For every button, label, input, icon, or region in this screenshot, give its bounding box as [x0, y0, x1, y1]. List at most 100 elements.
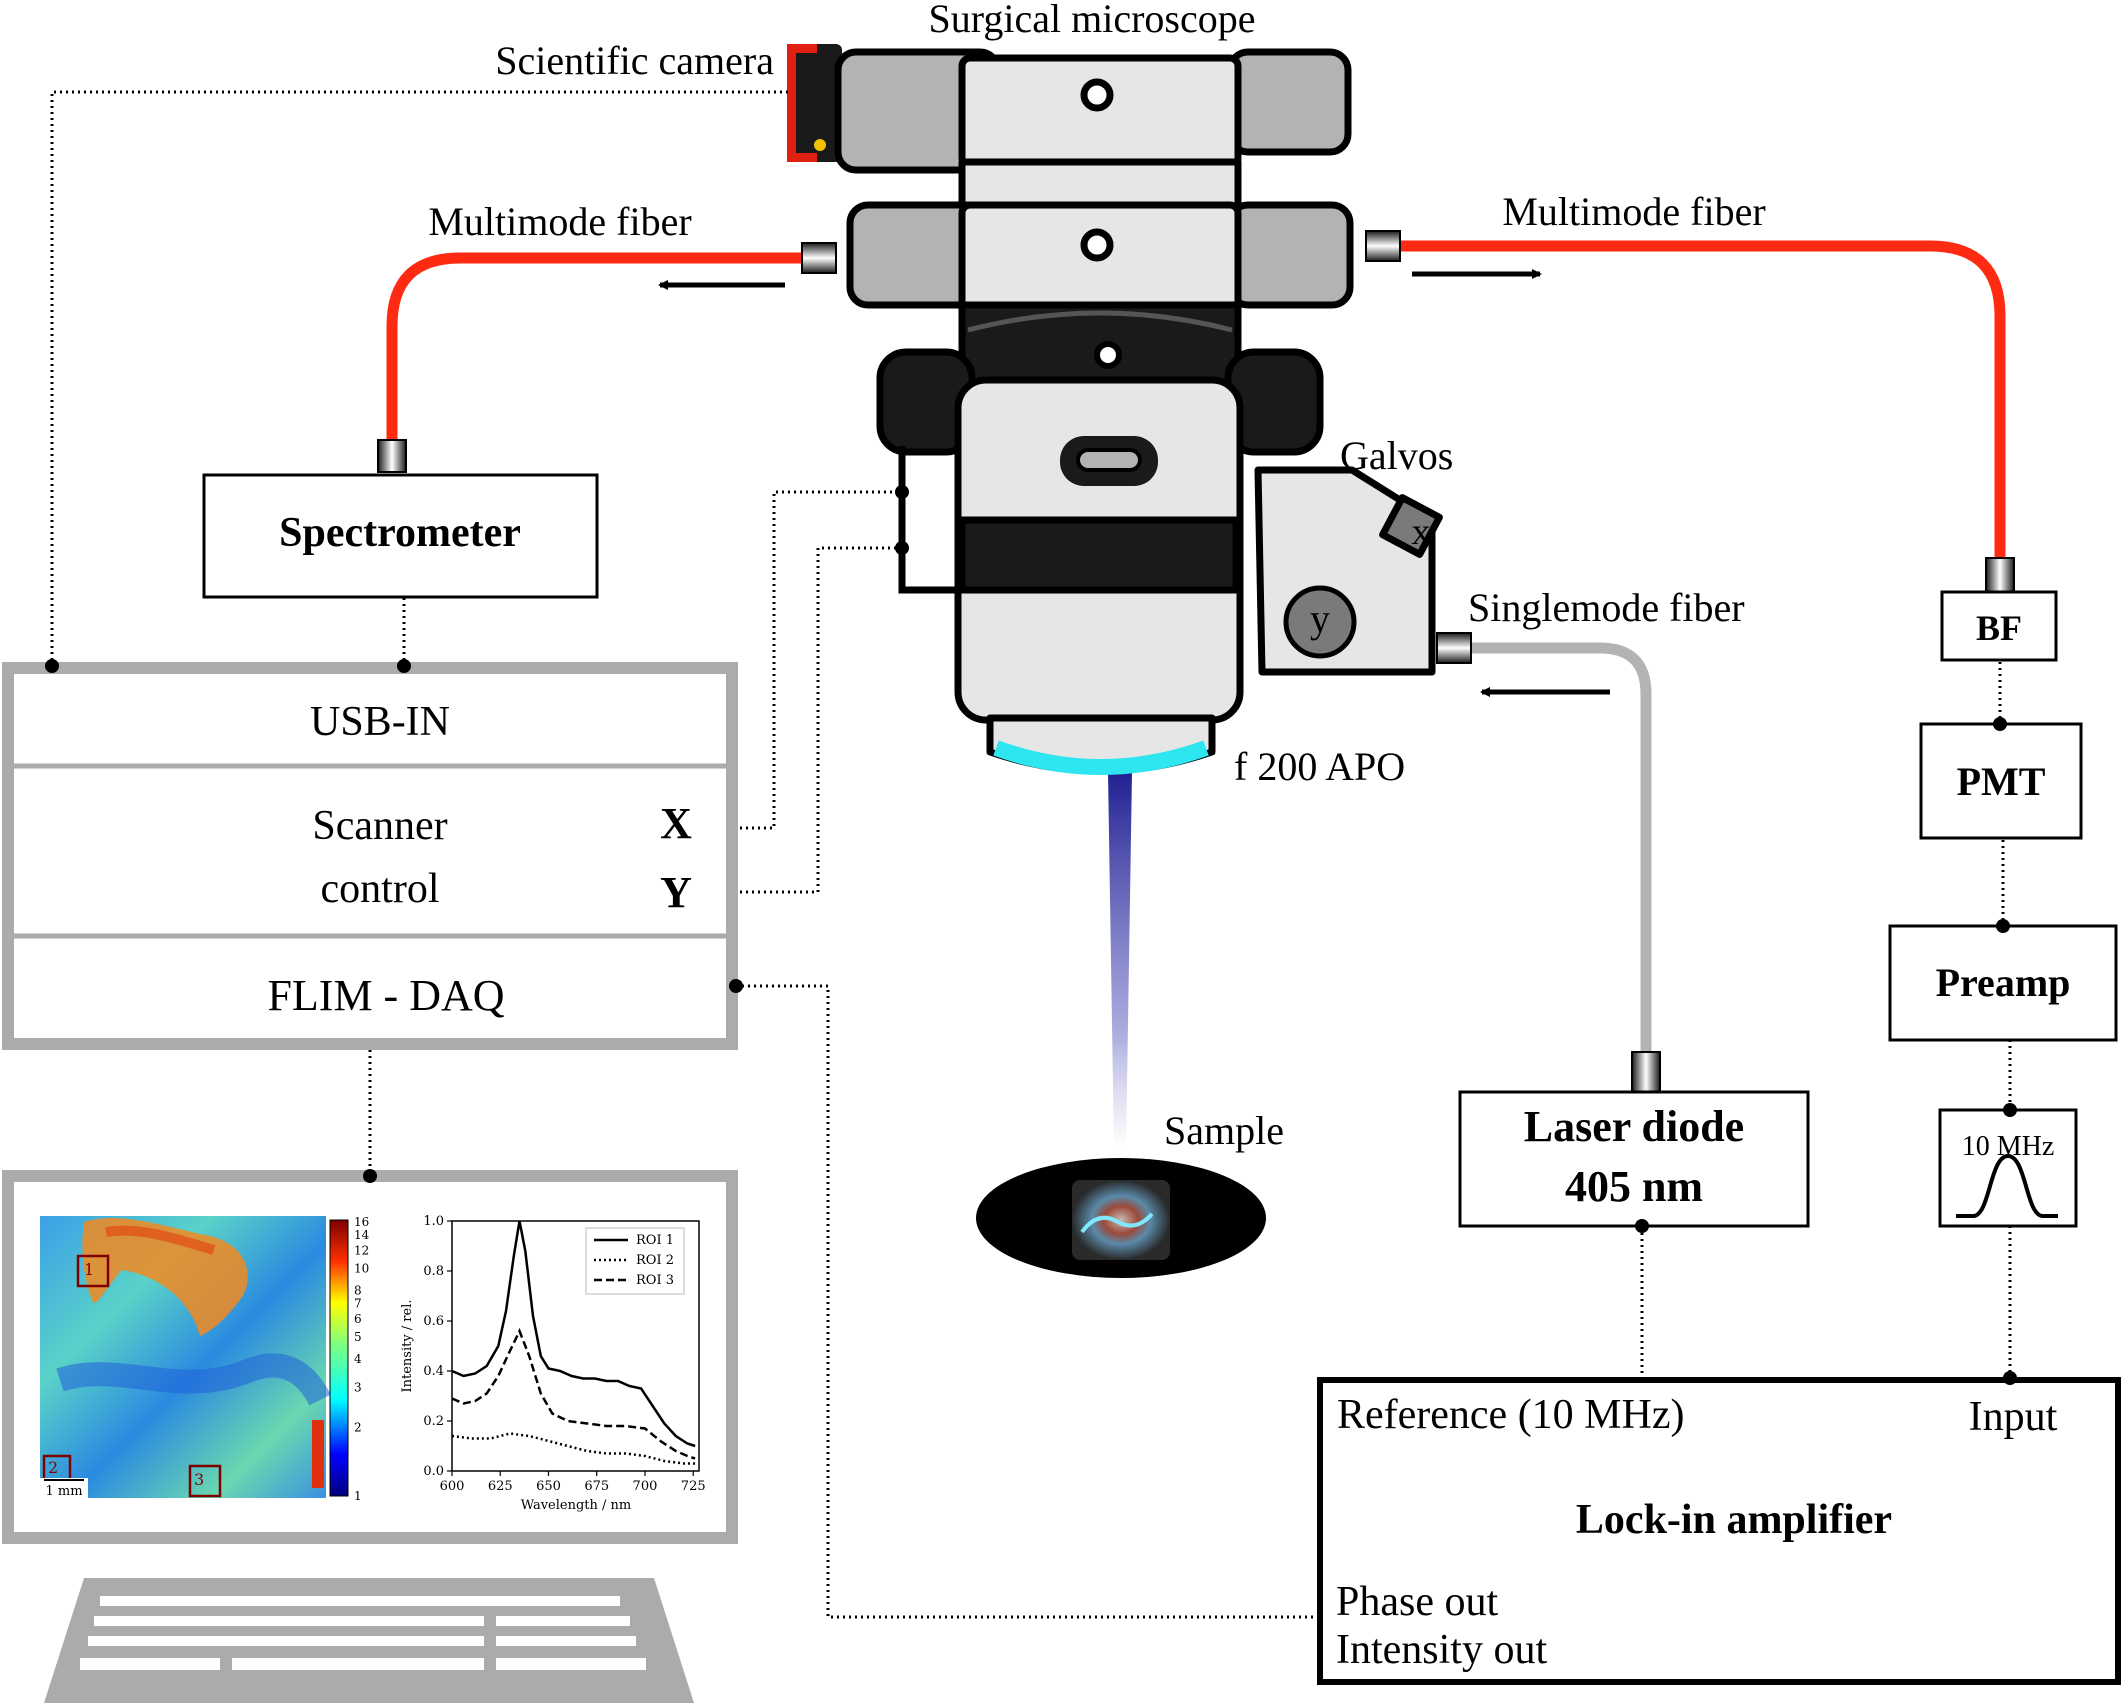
label-galvo-y: y	[1310, 596, 1330, 641]
daq-usb-in: USB-IN	[310, 699, 450, 745]
y-tick-label: 0.0	[423, 1464, 444, 1479]
fiber-connector-bf	[1985, 557, 2015, 593]
plot-y-axis-label: Intensity / rel.	[400, 1299, 415, 1392]
galvo-y-mirror	[1283, 585, 1357, 659]
camera-body	[792, 44, 842, 162]
preamp-box	[1888, 924, 2118, 1042]
camera-red-top	[787, 44, 817, 53]
label-multimode-fiber-left: Multimode fiber	[428, 199, 691, 244]
lockin-input: Input	[1969, 1394, 2058, 1440]
fiber-connector-spectrometer	[377, 439, 407, 473]
sample-tissue	[1072, 1180, 1170, 1260]
series-line-roi-1	[451, 1220, 696, 1448]
bandpass-curve	[1956, 1153, 2058, 1218]
y-tick-label: 0.4	[423, 1364, 444, 1379]
signal-lines	[50, 90, 2012, 1619]
singlemode-fiber	[1470, 642, 1652, 1052]
spectrum-plot: 600 625 650 675 700 725 0.0 0.2 0.4 0.6 0.8 1.0	[423, 1214, 705, 1494]
colorbar-tick-label: 3	[354, 1380, 362, 1394]
bandpass-filter-box	[1938, 1108, 2078, 1228]
colorbar-tick-label: 4	[354, 1352, 362, 1366]
label-spectrometer: Spectrometer	[279, 510, 521, 556]
label-pmt: PMT	[1957, 759, 2046, 804]
y-tick-label: 1.0	[423, 1214, 444, 1229]
roi-label-3: 3	[194, 1470, 204, 1489]
colorbar-tick-label: 8	[354, 1284, 362, 1298]
roi-label-1: 1	[84, 1260, 94, 1279]
x-tick-label: 600	[440, 1479, 465, 1494]
daq-scanner-line2: control	[321, 866, 440, 912]
daq-scanner-line1: Scanner	[312, 803, 447, 849]
camera-front	[787, 44, 796, 162]
colorbar-tick-label: 14	[354, 1228, 370, 1242]
label-objective: f 200 APO	[1234, 744, 1405, 789]
pmt-box	[1919, 722, 2083, 840]
camera-red-bottom	[787, 153, 817, 162]
x-tick-label: 725	[681, 1479, 706, 1494]
colorbar	[329, 1219, 349, 1497]
label-laser-diode: Laser diode	[1524, 1102, 1744, 1151]
label-multimode-fiber-right: Multimode fiber	[1502, 189, 1765, 234]
label-laser-wavelength: 405 nm	[1565, 1162, 1703, 1211]
colorbar-tick-label: 1	[354, 1489, 362, 1503]
label-surgical-microscope: Surgical microscope	[929, 0, 1256, 41]
daq-axis-x: X	[660, 799, 692, 848]
sample-fluorescence	[1080, 1212, 1154, 1234]
camera-indicator	[814, 139, 826, 151]
daq-flim: FLIM - DAQ	[267, 971, 504, 1020]
x-tick-label: 650	[536, 1479, 561, 1494]
roi-label-2: 2	[48, 1458, 58, 1477]
x-tick-label: 675	[584, 1479, 609, 1494]
connection-dots	[45, 659, 2017, 1385]
legend-label-roi-3: ROI 3	[636, 1273, 674, 1288]
excitation-beam	[1108, 772, 1132, 1150]
fiber-connector-galvo	[1436, 632, 1472, 664]
multimode-fiber-right	[1395, 240, 2006, 562]
series-line-roi-3	[451, 1327, 696, 1460]
label-sample: Sample	[1164, 1108, 1284, 1153]
roi-box-1	[76, 1254, 110, 1288]
lockin-reference: Reference (10 MHz)	[1337, 1392, 1684, 1438]
fiber-connector-right	[1365, 230, 1401, 262]
laser-diode-box	[1458, 1090, 1810, 1228]
x-tick-label: 625	[488, 1479, 513, 1494]
y-tick-label: 0.8	[423, 1264, 444, 1279]
lockin-intensity-out: Intensity out	[1336, 1627, 1547, 1673]
scale-bar-backing	[40, 1478, 88, 1498]
fiber-connector-left	[801, 242, 837, 274]
colorbar-tick-label: 6	[354, 1312, 362, 1326]
colorbar-tick-label: 5	[354, 1330, 362, 1344]
keyboard	[44, 1578, 694, 1703]
label-preamp: Preamp	[1936, 960, 2071, 1005]
colorbar-tick-label: 12	[354, 1243, 369, 1257]
lockin-amplifier-box	[1317, 1377, 2121, 1685]
label-singlemode-fiber: Singlemode fiber	[1468, 585, 1745, 630]
label-filter-frequency: 10 MHz	[1962, 1131, 2055, 1162]
label-galvo-x: x	[1412, 511, 1431, 553]
label-scientific-camera: Scientific camera	[495, 38, 774, 83]
label-galvos: Galvos	[1340, 433, 1453, 478]
legend-label-roi-2: ROI 2	[636, 1253, 674, 1268]
legend-label-roi-1: ROI 1	[636, 1233, 674, 1248]
y-tick-label: 0.6	[423, 1314, 444, 1329]
lockin-title: Lock-in amplifier	[1576, 1497, 1892, 1543]
plot-x-axis-label: Wavelength / nm	[521, 1498, 632, 1513]
bf-box	[1940, 590, 2058, 662]
roi-box-3	[188, 1464, 222, 1498]
colorbar-tick-label: 2	[354, 1421, 362, 1435]
spectrometer-box	[202, 473, 599, 599]
lockin-phase-out: Phase out	[1336, 1579, 1498, 1625]
daq-panel	[2, 662, 738, 1050]
colorbar-tick-label: 16	[354, 1215, 369, 1229]
multimode-fiber-left	[386, 252, 805, 440]
label-bf: BF	[1976, 608, 2022, 648]
colorbar-tick-label: 7	[354, 1297, 362, 1311]
y-tick-label: 0.2	[423, 1414, 444, 1429]
surgical-microscope	[787, 44, 1443, 775]
daq-axis-y: Y	[660, 868, 692, 917]
x-tick-label: 700	[633, 1479, 658, 1494]
scale-bar-label: 1 mm	[45, 1484, 82, 1499]
